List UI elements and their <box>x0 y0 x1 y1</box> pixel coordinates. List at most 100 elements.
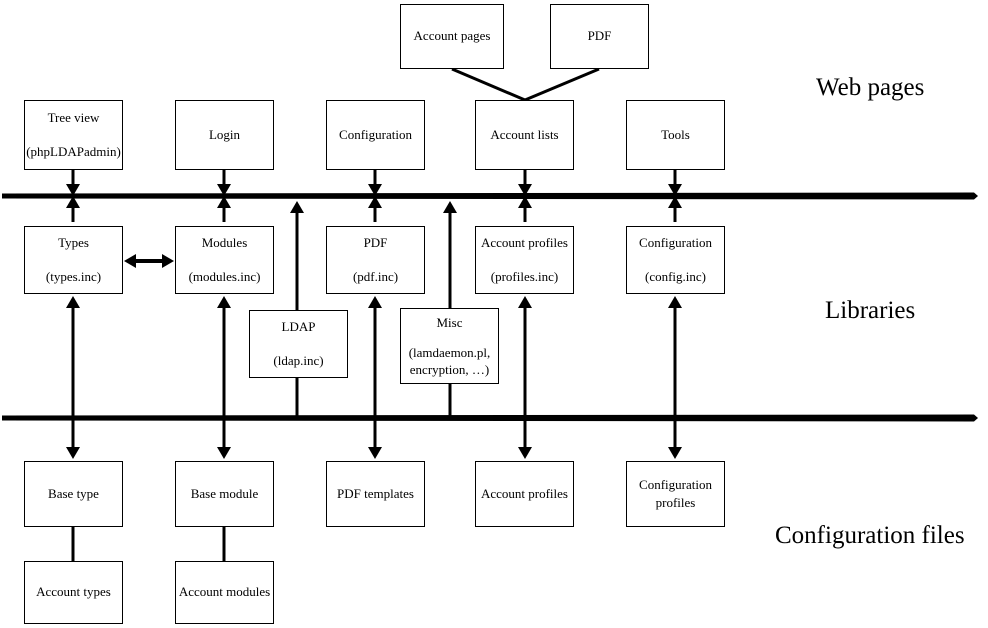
arrow-head-right-icon <box>162 254 174 268</box>
node-label-primary: Account lists <box>490 126 559 142</box>
arrow-head-down-icon <box>368 184 382 196</box>
connector-lower-bus-to-types <box>66 296 80 418</box>
arrow-head-down-icon <box>217 447 231 459</box>
connector-group <box>66 67 682 561</box>
node-account-pages: Account pages <box>400 4 504 69</box>
node-account-types: Account types <box>24 561 123 624</box>
node-account-profiles-file: Account profiles <box>475 461 574 527</box>
node-label-primary: LDAP <box>281 318 316 334</box>
connector-ldap-to-bus <box>290 201 304 310</box>
node-misc-lib: Misc (lamdaemon.pl,encryption, …) <box>400 308 499 384</box>
connector-lower-bus-to-configuration-lib <box>668 296 682 418</box>
node-types-lib: Types (types.inc) <box>24 226 123 294</box>
arrow-head-down-icon <box>66 447 80 459</box>
arrow-head-left-icon <box>124 254 136 268</box>
node-label-secondary: (profiles.inc) <box>490 269 559 284</box>
arrow-head-up-icon <box>290 201 304 213</box>
node-label-primary: Modules <box>201 234 248 250</box>
node-label-secondary: (config.inc) <box>644 269 706 284</box>
arrow-head-up-icon <box>217 196 231 208</box>
node-label-primary: Base module <box>190 485 259 501</box>
node-tools: Tools <box>626 100 725 170</box>
arrow-head-up-icon <box>518 196 532 208</box>
node-label-secondary: profiles <box>655 495 696 510</box>
connector-lower-bus-to-base-module <box>217 418 231 459</box>
node-label-primary: Tree view <box>47 109 100 125</box>
node-label-primary: Configuration <box>639 234 712 250</box>
bus-bar-library-config-bus <box>2 414 978 422</box>
node-label-primary: Account profiles <box>480 485 568 501</box>
connector-lower-bus-to-configuration-profiles-file <box>668 418 682 459</box>
node-tree-view: Tree view (phpLDAPadmin) <box>24 100 123 170</box>
section-label-libraries: Libraries <box>825 297 916 324</box>
arrow-head-up-icon <box>668 296 682 308</box>
node-pdf-templates: PDF templates <box>326 461 425 527</box>
node-label-primary: Tools <box>661 126 690 142</box>
node-ldap-lib: LDAP (ldap.inc) <box>249 310 348 378</box>
node-label-primary: PDF <box>363 234 388 250</box>
arrow-head-up-icon <box>443 201 457 213</box>
node-label-tertiary: encryption, …) <box>409 361 490 377</box>
node-label-secondary: (pdf.inc) <box>352 269 399 284</box>
node-account-lists: Account lists <box>475 100 574 170</box>
bus-bar-group <box>2 192 978 422</box>
arrow-head-up-icon <box>518 296 532 308</box>
node-configuration-page: Configuration <box>326 100 425 170</box>
connector-lower-bus-to-modules <box>217 296 231 418</box>
bus-bar-web-library-bus <box>2 192 978 200</box>
node-label-secondary: (ldap.inc) <box>273 353 324 368</box>
node-label-primary: Types <box>58 234 89 250</box>
arrow-head-up-icon <box>368 196 382 208</box>
arrow-head-down-icon <box>668 184 682 196</box>
node-label-secondary: (types.inc) <box>45 269 102 284</box>
node-label-secondary: (phpLDAPadmin) <box>26 144 121 159</box>
arrow-head-up-icon <box>668 196 682 208</box>
node-label-primary: Account pages <box>413 28 491 44</box>
node-label-primary: Configuration <box>639 476 712 492</box>
node-label-secondary: (lamdaemon.pl, <box>408 345 491 361</box>
node-label-primary: PDF templates <box>337 485 414 501</box>
connector-line-pdf-source-to-account-lists <box>524 67 600 102</box>
arrow-head-down-icon <box>66 184 80 196</box>
node-pdf-lib: PDF (pdf.inc) <box>326 226 425 294</box>
node-modules-lib: Modules (modules.inc) <box>175 226 274 294</box>
section-label-web-pages: Web pages <box>816 74 925 101</box>
connector-lower-bus-to-base-type <box>66 418 80 459</box>
arrow-head-up-icon <box>368 296 382 308</box>
connector-account-pages-to-account-lists <box>451 67 526 102</box>
arrow-head-down-icon <box>518 447 532 459</box>
connector-line-account-pages-to-account-lists <box>451 67 526 102</box>
node-account-modules: Account modules <box>175 561 274 624</box>
node-label-primary: Base type <box>48 485 99 501</box>
node-label-primary: Misc <box>436 315 463 330</box>
node-label-primary: PDF <box>587 28 612 44</box>
connector-lower-bus-to-pdf-templates <box>368 418 382 459</box>
connector-pdf-source-to-account-lists <box>524 67 600 102</box>
node-base-type: Base type <box>24 461 123 527</box>
connector-lower-bus-to-account-profiles-lib <box>518 296 532 418</box>
arrow-head-down-icon <box>518 184 532 196</box>
node-label-primary: Configuration <box>339 126 412 142</box>
arrow-head-up-icon <box>66 196 80 208</box>
node-login: Login <box>175 100 274 170</box>
connector-lower-bus-to-account-profiles-file <box>518 418 532 459</box>
connector-lower-bus-to-pdf-lib <box>368 296 382 418</box>
arrow-head-up-icon <box>217 296 231 308</box>
node-label-secondary: (modules.inc) <box>188 269 261 284</box>
arrow-head-down-icon <box>668 447 682 459</box>
node-label-primary: Login <box>208 126 241 142</box>
node-configuration-lib: Configuration (config.inc) <box>626 226 725 294</box>
section-label-configuration-files: Configuration files <box>775 522 965 549</box>
node-label-primary: Account types <box>36 584 111 600</box>
connector-types-modules-bidirectional <box>124 254 174 268</box>
arrow-head-down-icon <box>368 447 382 459</box>
arrow-head-up-icon <box>66 296 80 308</box>
node-label-primary: Account modules <box>178 584 271 600</box>
node-configuration-profiles-file: Configuration profiles <box>626 461 725 527</box>
node-label-primary: Account profiles <box>480 234 568 250</box>
node-account-profiles-lib: Account profiles (profiles.inc) <box>475 226 574 294</box>
arrow-head-down-icon <box>217 184 231 196</box>
node-pdf-source: PDF <box>550 4 649 69</box>
